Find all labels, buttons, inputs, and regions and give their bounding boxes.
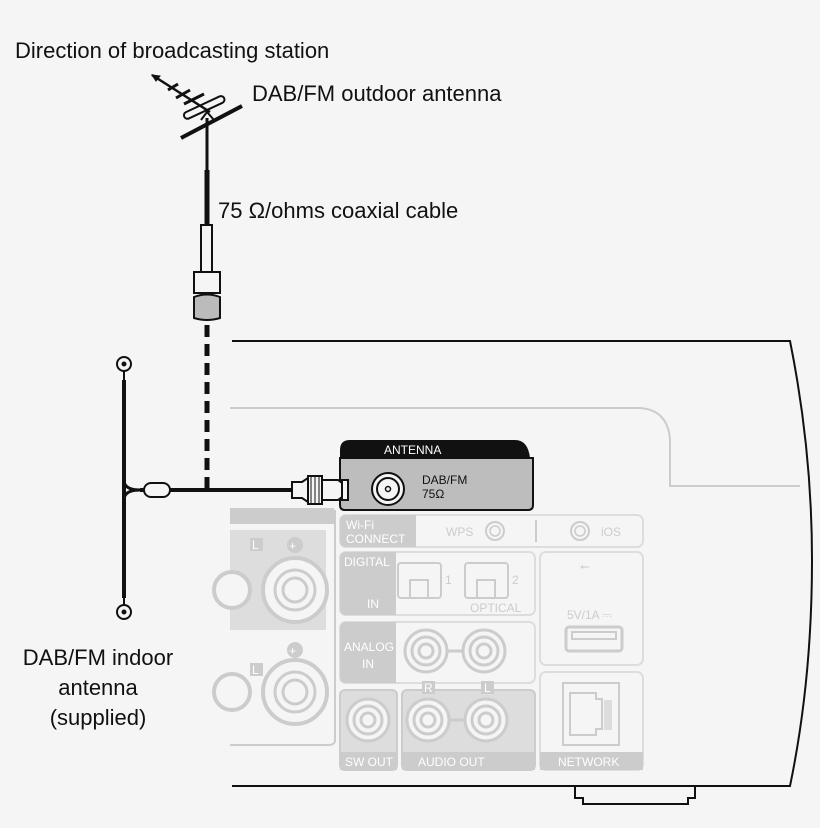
usb-block: ⭠ 5V/1A ⎓ (539, 551, 644, 666)
direction-label: Direction of broadcasting station (15, 38, 330, 63)
usb-port (564, 625, 624, 653)
svg-text:DAB/FM: DAB/FM (422, 473, 467, 487)
wps-button (485, 521, 505, 541)
svg-text:IN: IN (362, 657, 374, 671)
rear-panel (230, 407, 800, 746)
output-blocks: SW OUT AUDIO OUT R L (339, 681, 536, 771)
ethernet-port (562, 682, 620, 746)
svg-text:DIGITAL: DIGITAL (344, 555, 390, 569)
svg-text:L: L (252, 663, 259, 677)
svg-text:L: L (484, 681, 491, 695)
svg-text:IN: IN (367, 597, 379, 611)
indoor-antenna-icon (116, 356, 349, 620)
svg-text:AUDIO OUT: AUDIO OUT (418, 755, 485, 769)
network-block: NETWORK (539, 671, 644, 771)
wifi-connect-row: Wi-Fi CONNECT WPS iOS (339, 514, 644, 548)
svg-text:75Ω: 75Ω (422, 487, 444, 501)
usb-icon: ⭠ (580, 559, 590, 573)
coax-cable-label: 75 Ω/ohms coaxial cable (218, 198, 459, 223)
svg-text:5V/1A ⎓: 5V/1A ⎓ (567, 608, 612, 622)
svg-text:ANALOG: ANALOG (344, 640, 394, 654)
svg-text:2: 2 (512, 573, 519, 587)
svg-text:ANTENNA: ANTENNA (384, 443, 441, 457)
speaker-terminals: L + L + (212, 508, 334, 726)
indoor-antenna-label-2: antenna (58, 675, 138, 700)
svg-text:OPTICAL: OPTICAL (470, 601, 522, 615)
svg-text:+: + (289, 644, 296, 658)
svg-text:1: 1 (445, 573, 452, 587)
svg-text:Wi-Fi: Wi-Fi (346, 518, 374, 532)
indoor-antenna-label-1: DAB/FM indoor (22, 645, 174, 670)
svg-text:iOS: iOS (601, 525, 621, 539)
svg-text:NETWORK: NETWORK (558, 755, 619, 769)
indoor-antenna-label-3: (supplied) (49, 705, 147, 730)
antenna-terminal-block: ANTENNA DAB/FM 75Ω (339, 440, 534, 511)
svg-text:CONNECT: CONNECT (346, 532, 406, 546)
svg-text:R: R (424, 681, 433, 695)
svg-text:WPS: WPS (446, 525, 473, 539)
coaxial-cable (193, 224, 221, 488)
ios-button (570, 521, 590, 541)
receiver-body (232, 340, 814, 805)
digital-in-block: DIGITAL IN 1 2 OPTICAL (339, 551, 536, 616)
svg-text:L: L (252, 538, 259, 552)
analog-in-block: ANALOG IN (339, 621, 536, 684)
svg-text:SW OUT: SW OUT (345, 755, 394, 769)
outdoor-antenna-icon (150, 73, 243, 225)
svg-text:+: + (289, 539, 296, 553)
outdoor-antenna-label: DAB/FM outdoor antenna (252, 81, 502, 106)
